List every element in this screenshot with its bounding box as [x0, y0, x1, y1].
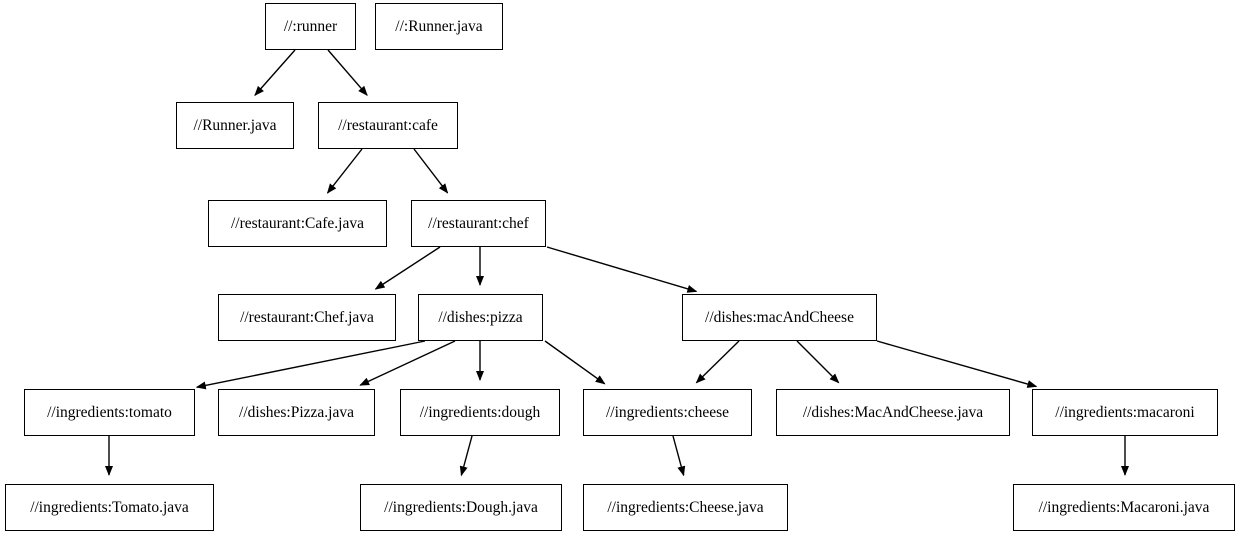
- graph-node-restaurant_chef[interactable]: //restaurant:chef: [411, 200, 546, 247]
- graph-node-dough_java[interactable]: //ingredients:Dough.java: [360, 484, 562, 531]
- node-label: //ingredients:cheese: [605, 403, 730, 421]
- node-label: //dishes:macAndCheese: [705, 308, 854, 326]
- node-label: //ingredients:macaroni: [1055, 403, 1195, 421]
- node-label: //:runner: [283, 17, 338, 35]
- graph-node-ing_dough[interactable]: //ingredients:dough: [400, 389, 560, 436]
- graph-node-dishes_pizza[interactable]: //dishes:pizza: [418, 294, 543, 341]
- node-label: //restaurant:chef: [428, 214, 529, 232]
- node-label: //dishes:Pizza.java: [239, 403, 354, 421]
- graph-node-runner[interactable]: //:runner: [265, 3, 356, 50]
- graph-node-dishes_mac[interactable]: //dishes:macAndCheese: [682, 294, 877, 341]
- node-label: //dishes:pizza: [438, 308, 523, 326]
- node-label: //ingredients:tomato: [47, 403, 172, 421]
- node-label: //restaurant:cafe: [338, 116, 438, 134]
- graph-node-cafe_java[interactable]: //restaurant:Cafe.java: [208, 200, 387, 247]
- node-label: //ingredients:Dough.java: [384, 498, 538, 516]
- node-label: //ingredients:Cheese.java: [607, 498, 764, 516]
- graph-node-pizza_java[interactable]: //dishes:Pizza.java: [218, 389, 375, 436]
- graph-node-chef_java[interactable]: //restaurant:Chef.java: [218, 294, 396, 341]
- graph-node-restaurant_cafe[interactable]: //restaurant:cafe: [318, 102, 458, 149]
- graph-node-root_runner_java[interactable]: //:Runner.java: [375, 3, 503, 50]
- node-label: //ingredients:Macaroni.java: [1038, 498, 1210, 516]
- node-label: //Runner.java: [193, 116, 277, 134]
- node-label: //:Runner.java: [395, 17, 483, 35]
- node-label: //ingredients:dough: [419, 403, 541, 421]
- graph-node-cheese_java[interactable]: //ingredients:Cheese.java: [583, 484, 788, 531]
- node-label: //restaurant:Chef.java: [240, 308, 374, 326]
- node-label: //restaurant:Cafe.java: [231, 214, 364, 232]
- graph-node-tomato_java[interactable]: //ingredients:Tomato.java: [5, 484, 214, 531]
- graph-node-ing_tomato[interactable]: //ingredients:tomato: [24, 389, 195, 436]
- graph-node-mac_java[interactable]: //dishes:MacAndCheese.java: [776, 389, 1010, 436]
- graph-node-macaroni_java[interactable]: //ingredients:Macaroni.java: [1013, 484, 1235, 531]
- graph-node-ing_cheese[interactable]: //ingredients:cheese: [583, 389, 752, 436]
- node-label: //dishes:MacAndCheese.java: [802, 403, 984, 421]
- graph-node-runner_java[interactable]: //Runner.java: [176, 102, 294, 149]
- graph-node-ing_macaroni[interactable]: //ingredients:macaroni: [1032, 389, 1218, 436]
- node-label: //ingredients:Tomato.java: [30, 498, 189, 516]
